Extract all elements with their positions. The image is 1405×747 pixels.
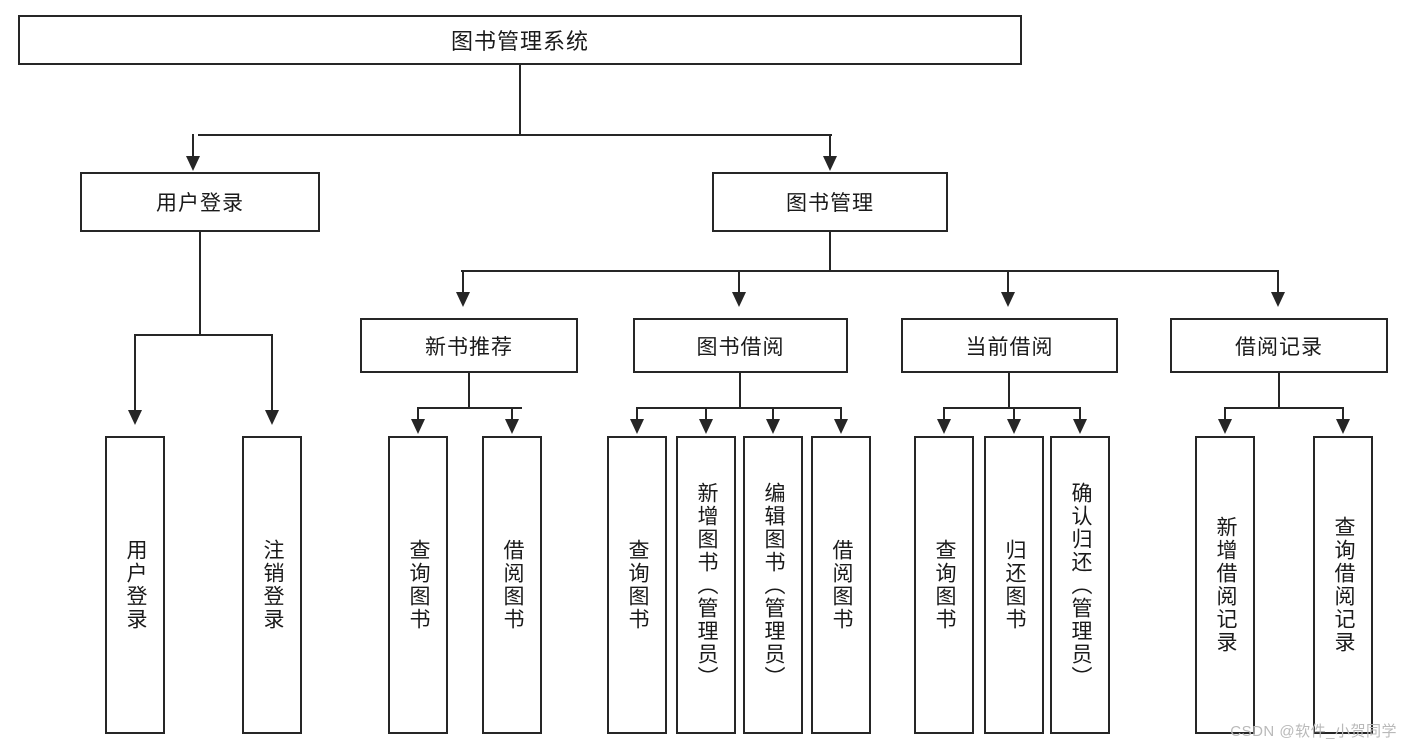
arrowhead-cb-leaf1 [937,419,951,434]
node-book-borrow: 图书借阅 [633,318,848,373]
node-current-borrow: 当前借阅 [901,318,1118,373]
edge-nbr-leaf2 [511,407,513,421]
arrowhead-bb-leaf4 [834,419,848,434]
edge-book-manage-stem [829,232,831,272]
arrowhead-user-login [186,156,200,171]
edge-borrow-record-stem [1278,373,1280,409]
arrowhead-new-book-recommend [456,292,470,307]
arrowhead-bb-leaf3 [766,419,780,434]
leaf-node-borrow-book-bb: 借阅图书 [811,436,871,734]
edge-cb-leaf1 [943,407,945,421]
edge-book-borrow-stem [739,373,741,409]
edge-to-new-book-recommend [462,270,464,294]
arrowhead-borrow-record [1271,292,1285,307]
leaf-node-user-login: 用户登录 [105,436,165,734]
edge-nbr-leaf1 [417,407,419,421]
edge-new-book-recommend-bar [417,407,522,409]
arrowhead-cb-leaf3 [1073,419,1087,434]
arrowhead-book-borrow [732,292,746,307]
arrowhead-book-manage [823,156,837,171]
arrowhead-bb-leaf1 [630,419,644,434]
leaf-node-query-book-bb: 查询图书 [607,436,667,734]
arrowhead-nbr-leaf1 [411,419,425,434]
edge-cb-leaf3 [1079,407,1081,421]
node-user-login: 用户登录 [80,172,320,232]
edge-bb-leaf2 [705,407,707,421]
edge-user-login-leaf1 [134,334,136,412]
arrowhead-br-leaf1 [1218,419,1232,434]
node-borrow-record: 借阅记录 [1170,318,1388,373]
leaf-node-confirm-return-admin: 确认归还（管理员） [1050,436,1110,734]
leaf-node-add-book-admin: 新增图书（管理员） [676,436,736,734]
arrowhead-leaf-logout [265,410,279,425]
arrowhead-nbr-leaf2 [505,419,519,434]
leaf-node-borrow-book-nbr: 借阅图书 [482,436,542,734]
leaf-node-return-book: 归还图书 [984,436,1044,734]
edge-user-login-stem [199,232,201,335]
watermark-credit: CSDN @软件_小贺同学 [1230,723,1397,740]
arrowhead-leaf-user-login [128,410,142,425]
arrowhead-current-borrow [1001,292,1015,307]
leaf-node-query-book-nbr: 查询图书 [388,436,448,734]
arrowhead-bb-leaf2 [699,419,713,434]
leaf-node-add-borrow-record: 新增借阅记录 [1195,436,1255,734]
edge-book-borrow-bar [636,407,842,409]
node-new-book-recommend: 新书推荐 [360,318,578,373]
edge-bb-leaf4 [840,407,842,421]
leaf-node-query-book-cb: 查询图书 [914,436,974,734]
edge-borrow-record-bar [1224,407,1343,409]
edge-bb-leaf3 [772,407,774,421]
edge-br-leaf2 [1342,407,1344,421]
edge-current-borrow-stem [1008,373,1010,409]
edge-root-bar [198,134,832,136]
edge-book-manage-bar [461,270,1279,272]
edge-root-stem [519,65,521,135]
edge-user-login-leaf2 [271,334,273,412]
arrowhead-cb-leaf2 [1007,419,1021,434]
leaf-node-edit-book-admin: 编辑图书（管理员） [743,436,803,734]
edge-user-login-bar [135,334,273,336]
edge-br-leaf1 [1224,407,1226,421]
node-book-manage: 图书管理 [712,172,948,232]
node-root-system: 图书管理系统 [18,15,1022,65]
edge-new-book-recommend-stem [468,373,470,409]
edge-to-book-borrow [738,270,740,294]
edge-root-to-user-login [192,134,194,158]
edge-root-to-book-manage [829,134,831,158]
leaf-node-logout: 注销登录 [242,436,302,734]
edge-to-current-borrow [1007,270,1009,294]
arrowhead-br-leaf2 [1336,419,1350,434]
edge-cb-leaf2 [1013,407,1015,421]
leaf-node-query-borrow-record: 查询借阅记录 [1313,436,1373,734]
edge-current-borrow-bar [943,407,1080,409]
edge-bb-leaf1 [636,407,638,421]
edge-to-borrow-record [1277,270,1279,294]
